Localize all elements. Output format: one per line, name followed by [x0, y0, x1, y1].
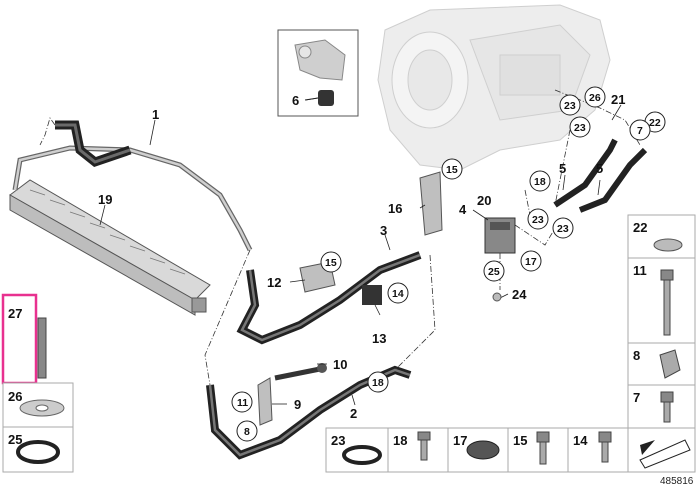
label-1: 1	[152, 107, 159, 122]
box-label-26: 26	[8, 389, 22, 404]
label-5b: 5	[596, 161, 603, 176]
box-label-25: 25	[8, 432, 22, 447]
box-label-23: 23	[331, 433, 345, 448]
label-19: 19	[98, 192, 112, 207]
label-23d: 23	[557, 223, 569, 235]
label-23b: 23	[574, 122, 586, 134]
label-8: 8	[244, 426, 250, 438]
label-10: 10	[333, 357, 347, 372]
label-4: 4	[459, 202, 467, 217]
valve-block	[484, 217, 516, 254]
label-17: 17	[525, 256, 537, 268]
circled-labels	[231, 86, 666, 442]
transmission-housing	[377, 4, 611, 171]
box-label-7: 7	[633, 390, 640, 405]
right-parts-column: 22 11 8 7	[627, 214, 696, 473]
label-13: 13	[372, 331, 386, 346]
label-21: 21	[611, 92, 625, 107]
label-18a: 18	[534, 176, 546, 188]
leader-lines	[99, 97, 622, 406]
label-7: 7	[637, 125, 643, 137]
box-label-15: 15	[513, 433, 527, 448]
label-9: 9	[294, 397, 301, 412]
misc-parts	[257, 261, 382, 426]
label-23c: 23	[532, 214, 544, 226]
label-12: 12	[267, 275, 281, 290]
box-label-22: 22	[633, 220, 647, 235]
label-11: 11	[237, 397, 248, 409]
label-14: 14	[392, 288, 404, 300]
label-5a: 5	[559, 161, 566, 176]
label-20: 20	[477, 193, 491, 208]
nut-24	[492, 292, 502, 302]
label-3: 3	[380, 223, 387, 238]
pipes-5	[553, 138, 648, 213]
label-23a: 23	[564, 100, 576, 112]
bracket-16	[419, 171, 443, 236]
label-26: 26	[589, 92, 601, 104]
box-label-14: 14	[573, 433, 588, 448]
label-16: 16	[388, 201, 402, 216]
label-22: 22	[649, 117, 661, 129]
label-15a: 15	[446, 164, 458, 176]
part-labels: 1 2 3 4 5 5 6 9 10 12 13 16 19 20 21 24	[98, 92, 625, 421]
box-label-11: 11	[633, 263, 647, 278]
label-6: 6	[292, 93, 299, 108]
circled-label-text: 22 7 23 26 23 15 18 23 23 17 25 15 14 18…	[237, 92, 661, 438]
box-label-18: 18	[393, 433, 407, 448]
hose-2	[206, 365, 412, 460]
reference-number: 485816	[660, 476, 694, 487]
inset-thermostat-box	[277, 29, 359, 117]
left-parts-column: 27 26 25	[1, 293, 74, 473]
bottom-parts-row: 23 18 17 15 14	[325, 427, 629, 473]
box-label-27: 27	[8, 306, 22, 321]
label-2: 2	[350, 406, 357, 421]
oil-cooler	[9, 179, 211, 316]
label-18b: 18	[372, 377, 384, 389]
hose-3	[236, 251, 422, 345]
label-24: 24	[512, 287, 527, 302]
box-label-8: 8	[633, 348, 640, 363]
label-15b: 15	[325, 257, 337, 269]
hose-1	[12, 120, 253, 252]
label-25: 25	[488, 266, 500, 278]
box-label-17: 17	[453, 433, 467, 448]
